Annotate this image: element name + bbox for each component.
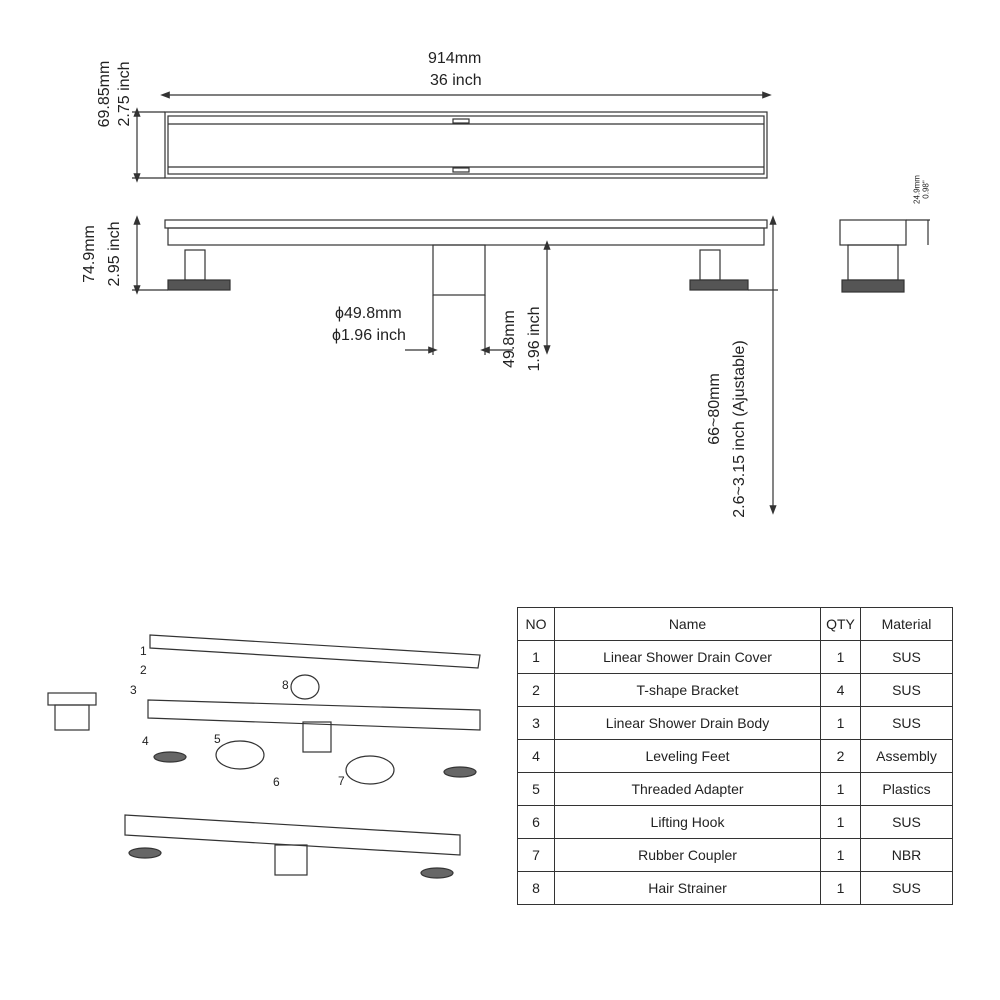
callout-6: 6 <box>273 775 280 789</box>
side-in: 0.98" <box>921 180 931 199</box>
cell-name: Rubber Coupler <box>554 838 821 872</box>
adjust-mm: 66~80mm <box>706 373 723 445</box>
front-view <box>132 215 778 515</box>
cell-no: 3 <box>517 706 555 740</box>
cell-name: Threaded Adapter <box>554 772 821 806</box>
cell-qty: 2 <box>820 739 861 773</box>
callout-4: 4 <box>142 734 149 748</box>
pipe-length-mm: 49.8mm <box>501 310 518 368</box>
header-material: Material <box>860 607 953 641</box>
height-in: 2.95 inch <box>106 221 123 287</box>
top-view <box>132 91 772 183</box>
cell-material: SUS <box>860 706 953 740</box>
cell-qty: 1 <box>820 640 861 674</box>
cell-material: SUS <box>860 640 953 674</box>
cell-no: 1 <box>517 640 555 674</box>
length-in: 36 inch <box>430 72 482 89</box>
header-name: Name <box>554 607 821 641</box>
cell-material: SUS <box>860 805 953 839</box>
length-mm: 914mm <box>428 50 482 67</box>
side-mm: 24.9mm <box>912 175 922 204</box>
pipe-length-in: 1.96 inch <box>526 306 543 372</box>
height-mm: 74.9mm <box>81 225 98 283</box>
adjust-in: 2.6~3.15 inch (Ajustable) <box>731 340 748 518</box>
pipe-diameter-mm: ϕ49.8mm <box>335 305 402 322</box>
callout-3: 3 <box>130 683 137 697</box>
cell-qty: 1 <box>820 706 861 740</box>
pipe-diameter-in: ϕ1.96 inch <box>332 327 406 344</box>
cell-name: Linear Shower Drain Body <box>554 706 821 740</box>
cell-qty: 1 <box>820 772 861 806</box>
cell-material: SUS <box>860 871 953 905</box>
cell-qty: 4 <box>820 673 861 707</box>
exploded-view <box>47 634 481 879</box>
cell-no: 6 <box>517 805 555 839</box>
callout-7: 7 <box>338 774 345 788</box>
cell-name: T-shape Bracket <box>554 673 821 707</box>
cell-no: 5 <box>517 772 555 806</box>
cell-material: SUS <box>860 673 953 707</box>
callout-8: 8 <box>282 678 289 692</box>
cell-qty: 1 <box>820 838 861 872</box>
callout-2: 2 <box>140 663 147 677</box>
header-qty: QTY <box>820 607 861 641</box>
width-mm: 69.85mm <box>96 60 113 128</box>
cell-no: 7 <box>517 838 555 872</box>
callout-5: 5 <box>214 732 221 746</box>
cell-qty: 1 <box>820 805 861 839</box>
cell-name: Lifting Hook <box>554 805 821 839</box>
cell-qty: 1 <box>820 871 861 905</box>
table-header: NO Name QTY Material <box>517 607 953 641</box>
width-in: 2.75 inch <box>116 61 133 127</box>
side-view <box>839 219 930 293</box>
cell-no: 8 <box>517 871 555 905</box>
callout-1: 1 <box>140 644 147 658</box>
cell-name: Linear Shower Drain Cover <box>554 640 821 674</box>
cell-name: Leveling Feet <box>554 739 821 773</box>
cell-material: Plastics <box>860 772 953 806</box>
cell-no: 4 <box>517 739 555 773</box>
cell-material: Assembly <box>860 739 953 773</box>
cell-no: 2 <box>517 673 555 707</box>
header-no: NO <box>517 607 555 641</box>
cell-name: Hair Strainer <box>554 871 821 905</box>
cell-material: NBR <box>860 838 953 872</box>
